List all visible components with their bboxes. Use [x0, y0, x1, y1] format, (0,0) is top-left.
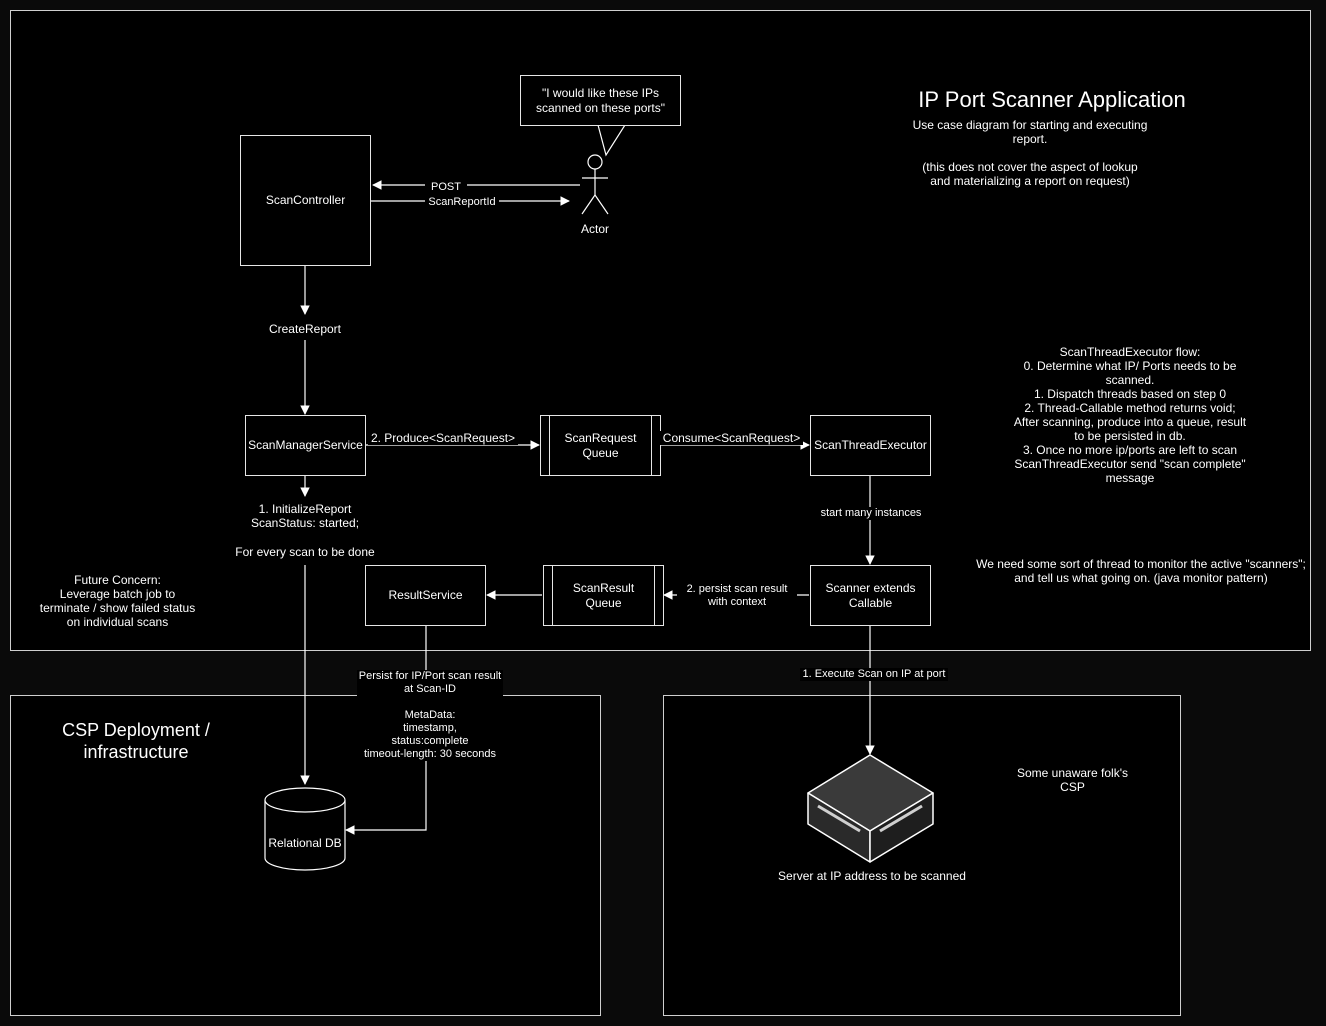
unaware-csp-label: Some unaware folk's CSP	[1016, 766, 1128, 794]
produce-label: 2. Produce<ScanRequest>	[368, 431, 518, 445]
result-service-node[interactable]: ResultService	[365, 565, 486, 626]
actor-quote: "I would like these IPs scanned on these…	[535, 85, 665, 115]
actor-label: Actor	[580, 222, 609, 236]
create-report-label: CreateReport	[268, 322, 342, 336]
executor-flow-note: ScanThreadExecutor flow: 0. Determine wh…	[1013, 345, 1247, 485]
scan-report-id-label: ScanReportId	[425, 196, 499, 209]
scanner-node[interactable]: Scanner extends Callable	[810, 565, 931, 626]
monitor-note: We need some sort of thread to monitor t…	[976, 557, 1306, 585]
scan-result-queue-node[interactable]: ScanResult Queue	[543, 565, 664, 626]
persist-result-label: Persist for IP/Port scan result at Scan-…	[357, 670, 503, 761]
server-label: Server at IP address to be scanned	[778, 869, 966, 883]
scan-thread-executor-node[interactable]: ScanThreadExecutor	[810, 415, 931, 476]
start-many-label: start many instances	[810, 507, 932, 520]
unaware-csp-frame	[663, 695, 1181, 1016]
database-icon	[264, 787, 346, 871]
scan-result-queue-label: ScanResult Queue	[572, 580, 635, 610]
relational-db-label: Relational DB	[268, 836, 342, 850]
actor-speech-bubble: "I would like these IPs scanned on these…	[520, 75, 681, 126]
scanner-label: Scanner extends Callable	[825, 580, 916, 610]
future-concern-note: Future Concern: Leverage batch job to te…	[39, 573, 196, 629]
persist-scan-label: 2. persist scan result with context	[677, 583, 797, 609]
speech-bubble-tail	[597, 124, 626, 157]
scan-thread-executor-label: ScanThreadExecutor	[814, 438, 927, 452]
execute-scan-label: 1. Execute Scan on IP at port	[800, 668, 948, 681]
diagram-title: IP Port Scanner Application	[918, 87, 1186, 112]
diagram-subtitle: Use case diagram for starting and execut…	[912, 118, 1148, 188]
for-every-scan-label: For every scan to be done	[235, 545, 375, 559]
scan-manager-service-node[interactable]: ScanManagerService	[245, 415, 366, 476]
result-service-label: ResultService	[388, 588, 463, 602]
scan-request-queue-label: ScanRequest Queue	[564, 430, 637, 460]
csp-deployment-title: CSP Deployment / infrastructure	[62, 720, 210, 762]
scan-controller-node[interactable]: ScanController	[240, 135, 371, 266]
server-icon	[807, 754, 934, 863]
post-label: POST	[425, 181, 467, 194]
scan-controller-label: ScanController	[265, 193, 346, 207]
scan-manager-service-label: ScanManagerService	[248, 438, 363, 452]
actor-icon	[581, 154, 609, 215]
scan-request-queue-node[interactable]: ScanRequest Queue	[540, 415, 661, 476]
initialize-report-label: 1. InitializeReport ScanStatus: started;	[250, 502, 360, 530]
consume-label: Consume<ScanRequest>	[660, 431, 803, 445]
